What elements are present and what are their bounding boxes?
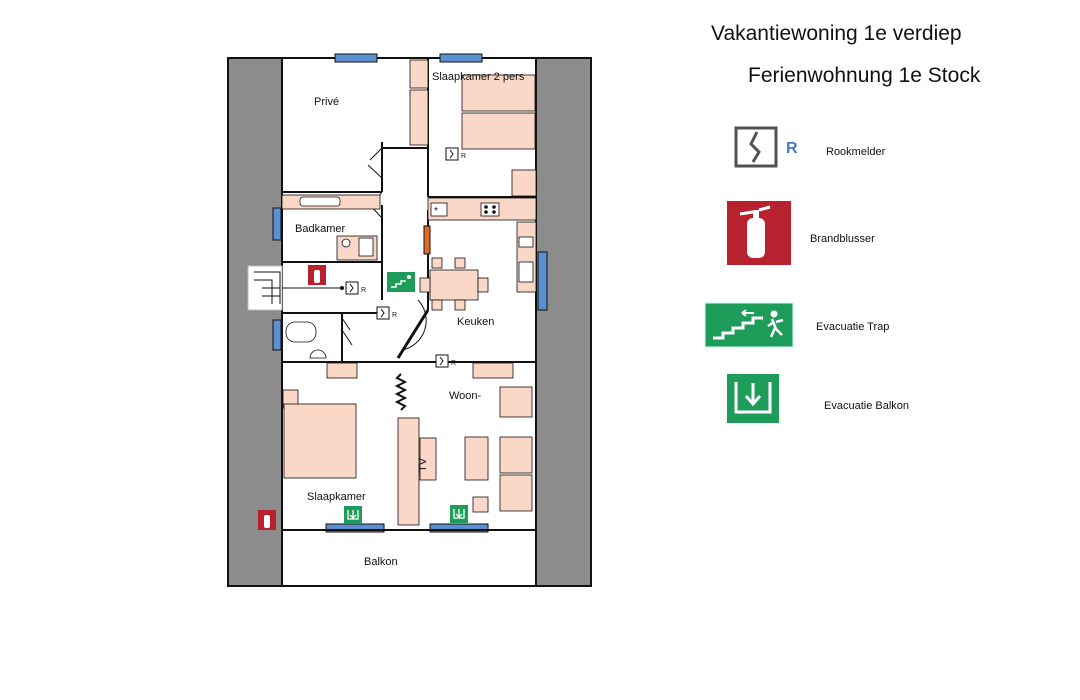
evacuation-stairs-icon <box>704 302 794 348</box>
tv-label: TV <box>417 457 429 472</box>
svg-text:R: R <box>451 360 456 367</box>
evacuation-balcony-icon <box>450 505 468 523</box>
room-slaapkamer: Slaapkamer <box>307 491 366 503</box>
smoke-detector-icon: R <box>734 126 798 168</box>
room-prive: Privé <box>314 96 339 108</box>
room-keuken: Keuken <box>457 316 494 328</box>
window <box>429 523 489 533</box>
room-slaapkamer-2pers: Slaapkamer 2 pers <box>432 71 525 83</box>
smoke-detector-icon: R <box>445 147 466 161</box>
legend-rookmelder: Rookmelder <box>826 146 886 158</box>
room-badkamer: Badkamer <box>295 223 345 235</box>
svg-text:R: R <box>786 140 798 157</box>
evacuation-balcony-icon <box>344 506 362 524</box>
room-woon: Woon- <box>449 390 482 402</box>
svg-text:R: R <box>392 312 397 319</box>
svg-text:R: R <box>461 153 466 160</box>
staircase <box>247 265 344 311</box>
window <box>537 251 548 311</box>
evacuation-balcony-icon <box>727 374 779 423</box>
evacuation-stairs-icon <box>387 272 415 292</box>
tv-unit <box>419 437 437 481</box>
fire-extinguisher-icon <box>727 201 791 265</box>
fire-extinguisher-icon <box>258 510 276 530</box>
fire-extinguisher-icon <box>308 265 326 285</box>
legend-brandblusser: Brandblusser <box>810 233 875 245</box>
smoke-detector-icon: R <box>345 281 366 295</box>
legend-evacuatie-balkon: Evacuatie Balkon <box>824 400 909 412</box>
red-door <box>423 225 431 255</box>
window <box>334 53 378 63</box>
svg-text:R: R <box>361 287 366 294</box>
heater <box>394 373 408 411</box>
legend-evacuatie-trap: Evacuatie Trap <box>816 321 890 333</box>
east-wall <box>535 57 592 587</box>
smoke-detector-icon: R <box>376 306 397 320</box>
title-german: Ferienwohnung 1e Stock <box>748 64 981 87</box>
window <box>272 207 282 241</box>
smoke-detector-icon: R <box>435 354 456 368</box>
svg-text:*: * <box>434 206 438 217</box>
furniture <box>281 59 537 526</box>
bathroom-fixtures <box>285 196 374 359</box>
title-dutch: Vakantiewoning 1e verdiep <box>711 22 962 45</box>
window <box>439 53 483 63</box>
room-balkon: Balkon <box>364 556 398 568</box>
kitchen-appliances: * <box>430 202 534 283</box>
window <box>272 319 282 351</box>
